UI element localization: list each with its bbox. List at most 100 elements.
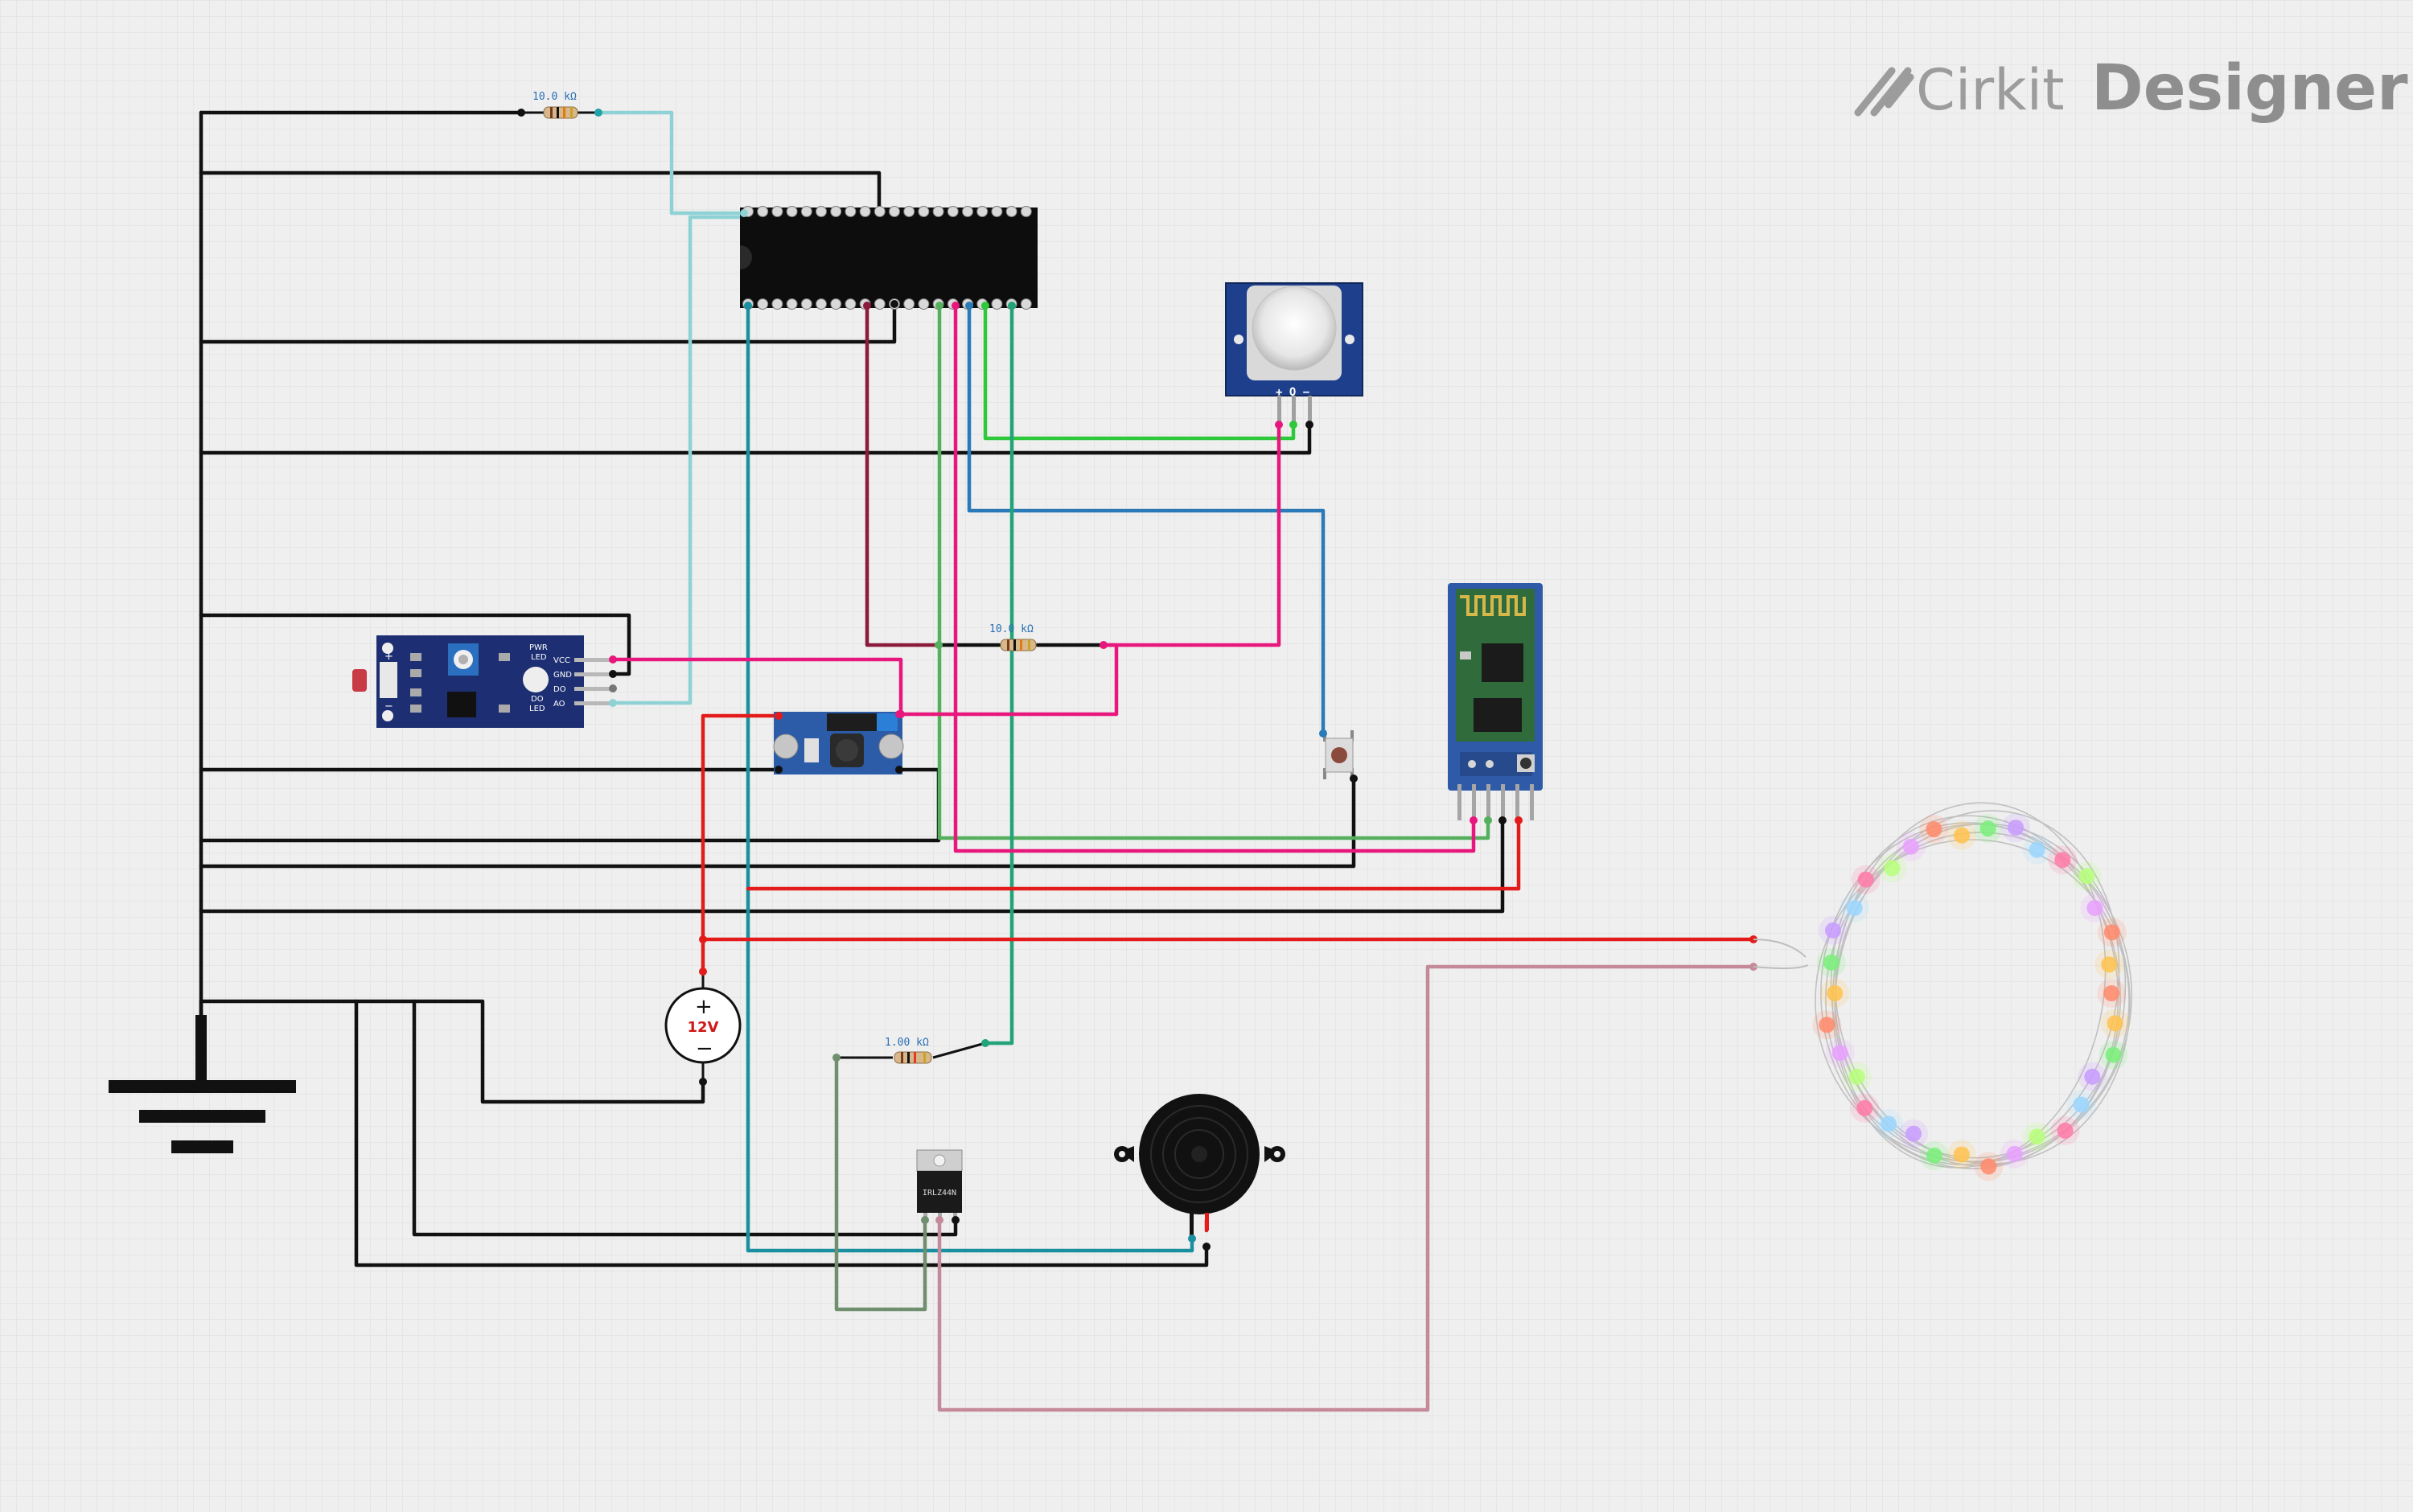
fairy-led-glow bbox=[1816, 947, 1846, 977]
resistor-mid[interactable]: 10.0 kΩ bbox=[935, 623, 1108, 651]
wire-gnd-mcu-top[interactable] bbox=[199, 171, 882, 213]
wire-gnd-psu[interactable] bbox=[199, 999, 705, 1104]
wire-gnd-mosfet[interactable] bbox=[412, 999, 958, 1237]
fairy-led bbox=[1979, 820, 1996, 837]
mcu-pin[interactable] bbox=[786, 206, 798, 217]
wire-ldr-ao-2[interactable] bbox=[610, 215, 750, 705]
mcu-pin[interactable] bbox=[816, 206, 827, 217]
mcu-pin[interactable] bbox=[962, 206, 973, 217]
wire-green-pir[interactable] bbox=[983, 303, 1296, 441]
mcu-pin[interactable] bbox=[918, 206, 930, 217]
mcu-pin[interactable] bbox=[771, 298, 783, 310]
wire-gnd-mcu-bottom[interactable] bbox=[199, 302, 897, 344]
ldr-pin-do: DO bbox=[553, 685, 566, 694]
fairy-led bbox=[1954, 827, 1971, 844]
fairy-led-glow bbox=[2050, 1116, 2080, 1145]
wire-gnd-buzzer[interactable] bbox=[354, 999, 1209, 1268]
fairy-wire-loop bbox=[1820, 822, 2121, 1169]
resistor-top[interactable]: 10.0 kΩ bbox=[517, 91, 602, 119]
fairy-led bbox=[2006, 1145, 2023, 1162]
mcu-pin[interactable] bbox=[800, 206, 812, 217]
mcu-pin[interactable] bbox=[771, 206, 783, 217]
led-fairy-lights[interactable] bbox=[1749, 783, 2157, 1192]
mosfet-irlz44n[interactable]: IRLZ44N bbox=[916, 1149, 963, 1224]
mcu-pin[interactable] bbox=[991, 206, 1003, 217]
wire-red-bt[interactable] bbox=[746, 818, 1521, 891]
wire-gnd-bluetooth[interactable] bbox=[199, 818, 1505, 914]
mcu-pin[interactable] bbox=[874, 298, 886, 310]
ground-symbol[interactable] bbox=[109, 1015, 296, 1153]
wire-green-bt-tx[interactable] bbox=[937, 303, 1490, 840]
fairy-led bbox=[1884, 860, 1901, 877]
mcu-pin[interactable] bbox=[918, 298, 930, 310]
mcu-pin[interactable] bbox=[1020, 206, 1032, 217]
mcu-pin[interactable] bbox=[889, 206, 900, 217]
mcu-pin[interactable] bbox=[932, 206, 944, 217]
fairy-led-glow bbox=[1877, 853, 1907, 883]
mcu-pin[interactable] bbox=[800, 298, 812, 310]
wire-pink-ldr-buck[interactable] bbox=[610, 657, 903, 717]
mcu-pin[interactable] bbox=[859, 206, 871, 217]
mcu-pin[interactable] bbox=[845, 298, 857, 310]
fairy-led-glow bbox=[1850, 1093, 1880, 1123]
fairy-led-glow bbox=[2072, 861, 2102, 891]
pir-pin-labels: + O − bbox=[1276, 386, 1309, 399]
fairy-led bbox=[2057, 1122, 2074, 1139]
wire-blue-button[interactable] bbox=[967, 303, 1326, 736]
wire-olive-gate[interactable] bbox=[834, 1055, 927, 1312]
fairy-led bbox=[2086, 900, 2103, 916]
wire-mauve-strip[interactable] bbox=[937, 964, 1756, 1412]
mcu-pin[interactable] bbox=[786, 298, 798, 310]
svg-text:LED: LED bbox=[531, 653, 547, 662]
resistor-mid-label: 10.0 kΩ bbox=[989, 623, 1034, 635]
wire-maroon-resistor[interactable] bbox=[865, 303, 941, 647]
wire-pink-pir[interactable] bbox=[1101, 422, 1281, 647]
mcu-pin[interactable] bbox=[830, 206, 842, 217]
resistor-low[interactable]: 1.00 kΩ bbox=[832, 1037, 989, 1064]
fairy-led bbox=[2084, 1068, 2101, 1085]
mcu-pin[interactable] bbox=[1005, 206, 1017, 217]
resistor-low-label: 1.00 kΩ bbox=[885, 1037, 929, 1049]
push-button[interactable] bbox=[1319, 729, 1358, 783]
mcu-pin[interactable] bbox=[845, 206, 857, 217]
wire-gnd-button[interactable] bbox=[199, 776, 1356, 869]
mcu-pin[interactable] bbox=[947, 206, 959, 217]
fairy-led-glow bbox=[1812, 1010, 1842, 1040]
mcu-pin[interactable] bbox=[757, 206, 769, 217]
wire-teal-buzzer[interactable] bbox=[746, 303, 1194, 1253]
fairy-led-glow bbox=[1974, 1152, 2004, 1181]
wire-teal-green-gate[interactable] bbox=[983, 303, 1014, 1046]
power-supply-12v[interactable]: + 12V − bbox=[664, 968, 742, 1086]
wire-pink-bt[interactable] bbox=[953, 303, 1476, 853]
mcu-pin[interactable] bbox=[830, 298, 842, 310]
ldr-pin-vcc: VCC bbox=[553, 656, 570, 665]
mcu-pin[interactable] bbox=[991, 298, 1003, 310]
ldr-sensor-module[interactable]: + − PWR LED DO LED VCC GND DO AO bbox=[352, 635, 617, 728]
microcontroller-dip40[interactable] bbox=[740, 206, 1038, 310]
buck-converter-lm2596[interactable] bbox=[773, 710, 904, 774]
fairy-led-glow bbox=[1819, 915, 1848, 945]
mcu-pin[interactable] bbox=[816, 298, 827, 310]
wire-ldr-ao[interactable] bbox=[596, 110, 746, 216]
fairy-led-glow bbox=[2022, 835, 2052, 865]
mcu-pin[interactable] bbox=[1020, 298, 1032, 310]
fairy-led bbox=[1926, 821, 1942, 838]
wire-red-psu-buck[interactable] bbox=[701, 713, 781, 974]
fairy-led bbox=[1825, 922, 1841, 939]
cirkit-logo-icon bbox=[1854, 67, 1914, 117]
mcu-pin[interactable] bbox=[976, 206, 989, 217]
fairy-led-glow bbox=[1820, 979, 1850, 1008]
fairy-led bbox=[1823, 954, 1840, 971]
wire-gnd-ldr[interactable] bbox=[199, 613, 631, 676]
pir-sensor[interactable]: + O − bbox=[1225, 282, 1363, 429]
bluetooth-module-hc05[interactable] bbox=[1448, 583, 1543, 824]
wire-gnd-pir[interactable] bbox=[199, 422, 1312, 455]
mcu-pin[interactable] bbox=[757, 298, 769, 310]
mcu-pin[interactable] bbox=[903, 206, 915, 217]
piezo-buzzer[interactable] bbox=[1114, 1094, 1285, 1251]
mcu-pin[interactable] bbox=[903, 298, 915, 310]
fairy-led bbox=[1953, 1146, 1970, 1163]
mcu-pin[interactable] bbox=[874, 206, 886, 217]
